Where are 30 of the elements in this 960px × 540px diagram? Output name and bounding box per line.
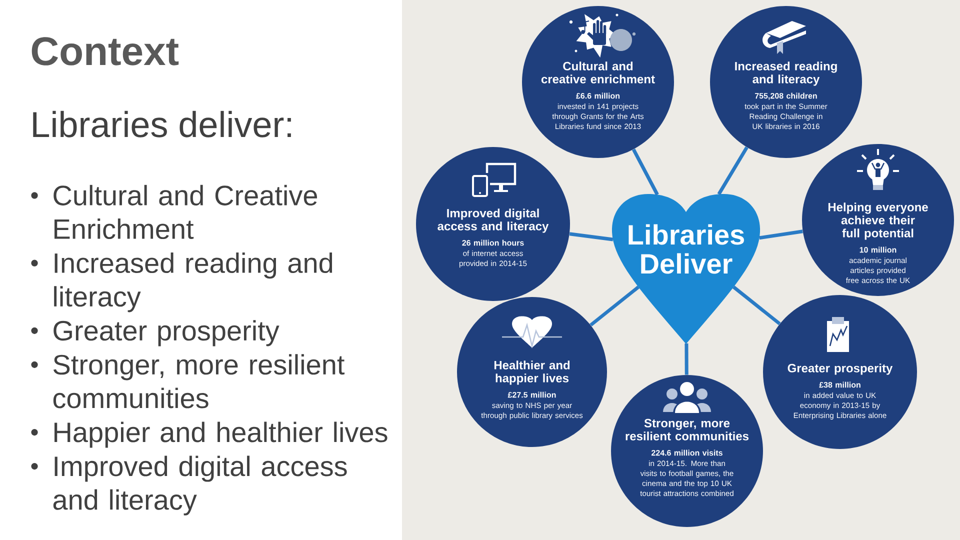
circle-heading: Greater prosperity [788,364,893,375]
circle-heading: Improved digital access and literacy [438,208,549,233]
stat-figure: £38 million [819,382,860,388]
stat-figure: 26 million hours [462,240,524,246]
circle-heading: Helping everyone achieve their full potential [828,202,928,240]
bullet-text: Greater prosperity [54,320,280,346]
stat-figure: 10 million [860,246,896,253]
bullet-text: Stronger, more resilient communities [53,354,345,408]
connector-line [684,343,688,375]
stat-figure: £6.6 million [576,92,620,99]
bullet-text: Happier and healthier lives [54,422,388,448]
stat-figure: 224.6 million visits [652,450,722,456]
bullet-text: Increased reading and literacy [54,252,332,312]
circle-heading: Cultural and creative enrichment [541,62,655,84]
stat-figure: 755,208 children [755,92,817,100]
heart-badge: Libraries Deliver [612,194,760,344]
intro-text: Libraries deliver: [33,110,291,138]
connector-line [717,146,748,196]
title: Context [32,37,179,66]
circle-heading: Healthier and happier lives [494,360,570,385]
connector-line [732,286,781,326]
connector-line [759,230,803,240]
connector-line [590,286,640,326]
bullet-text: Improved digital access and literacy [53,456,347,516]
circle-heading: Stronger, more resilient communities [626,418,749,440]
connector-line [632,148,659,196]
bullet-text: Cultural and Creative Enrichment [54,184,318,240]
circle-heading: Increased reading and literacy [735,62,837,86]
connector-line [569,232,614,242]
stat-figure: £27.5 million [508,392,556,398]
